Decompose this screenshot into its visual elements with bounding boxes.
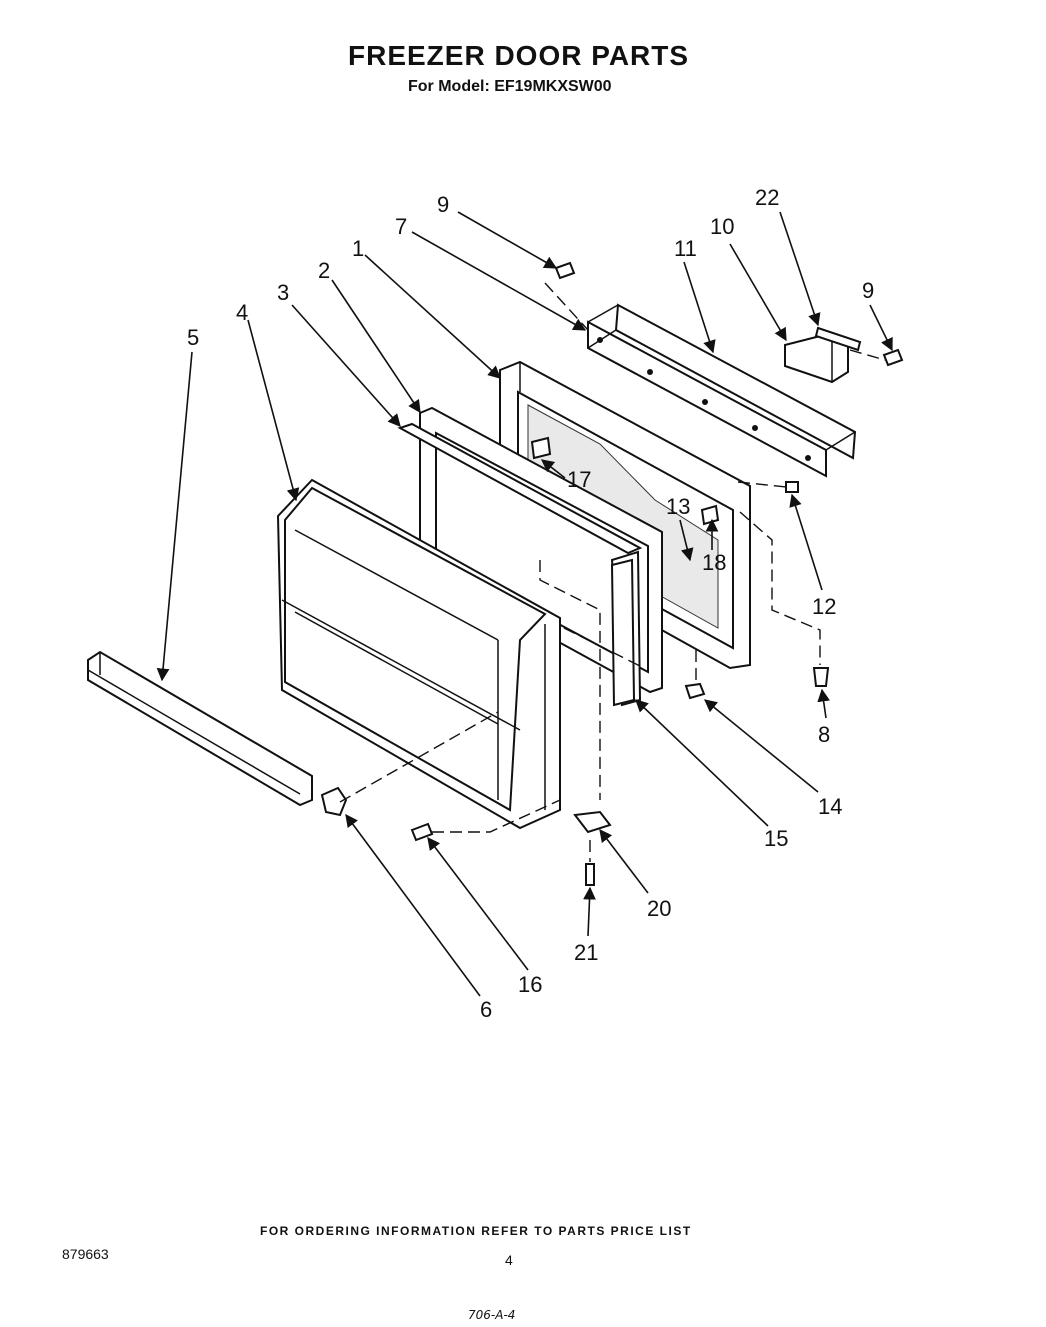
callout-9-right: 9 <box>862 278 874 303</box>
part-9-screw-top <box>554 261 576 280</box>
callout-labels: 9 7 1 2 3 4 5 11 10 22 9 17 13 18 12 8 1… <box>187 185 874 1022</box>
callout-3: 3 <box>277 280 289 305</box>
part-11-rail <box>587 303 857 478</box>
callout-13: 13 <box>666 494 690 519</box>
part-12-plug <box>785 481 799 493</box>
callout-22: 22 <box>755 185 779 210</box>
part-22-shim <box>814 326 862 352</box>
part-16-screw <box>410 822 434 842</box>
callout-1: 1 <box>352 236 364 261</box>
part-15-side-strip <box>610 558 636 707</box>
model-subtitle: For Model: EF19MKXSW00 <box>408 78 612 95</box>
leader-lines <box>156 211 893 997</box>
part-18-clip <box>700 504 720 526</box>
part-17-clip <box>530 436 552 460</box>
callout-21: 21 <box>574 940 598 965</box>
callout-14: 14 <box>818 794 842 819</box>
callout-4: 4 <box>236 300 248 325</box>
part-8-plug <box>812 667 830 687</box>
page-title: FREEZER DOOR PARTS <box>348 40 690 71</box>
callout-5: 5 <box>187 325 199 350</box>
document-number: 879663 <box>62 1246 109 1262</box>
callout-16: 16 <box>518 972 542 997</box>
part-4-door-liner <box>276 478 561 830</box>
part-6-cam <box>320 786 348 817</box>
callout-10: 10 <box>710 214 734 239</box>
ordering-note: FOR ORDERING INFORMATION REFER TO PARTS … <box>260 1224 692 1238</box>
callout-6: 6 <box>480 997 492 1022</box>
callout-12: 12 <box>812 594 836 619</box>
callout-15: 15 <box>764 826 788 851</box>
callout-7: 7 <box>395 214 407 239</box>
page-number: 4 <box>505 1252 513 1268</box>
callout-11: 11 <box>674 236 697 261</box>
part-21-screw <box>585 863 595 886</box>
part-20-hinge <box>573 810 612 834</box>
assembly-lines <box>339 282 886 862</box>
callout-2: 2 <box>318 258 330 283</box>
callout-18: 18 <box>702 550 726 575</box>
part-14-nut <box>684 682 706 700</box>
callout-17: 17 <box>567 467 591 492</box>
callout-9-top: 9 <box>437 192 449 217</box>
handwritten-code: 706-A-4 <box>468 1308 516 1322</box>
part-9-screw-right <box>882 348 904 367</box>
callout-20: 20 <box>647 896 671 921</box>
callout-8: 8 <box>818 722 830 747</box>
part-5-bar <box>87 650 313 807</box>
